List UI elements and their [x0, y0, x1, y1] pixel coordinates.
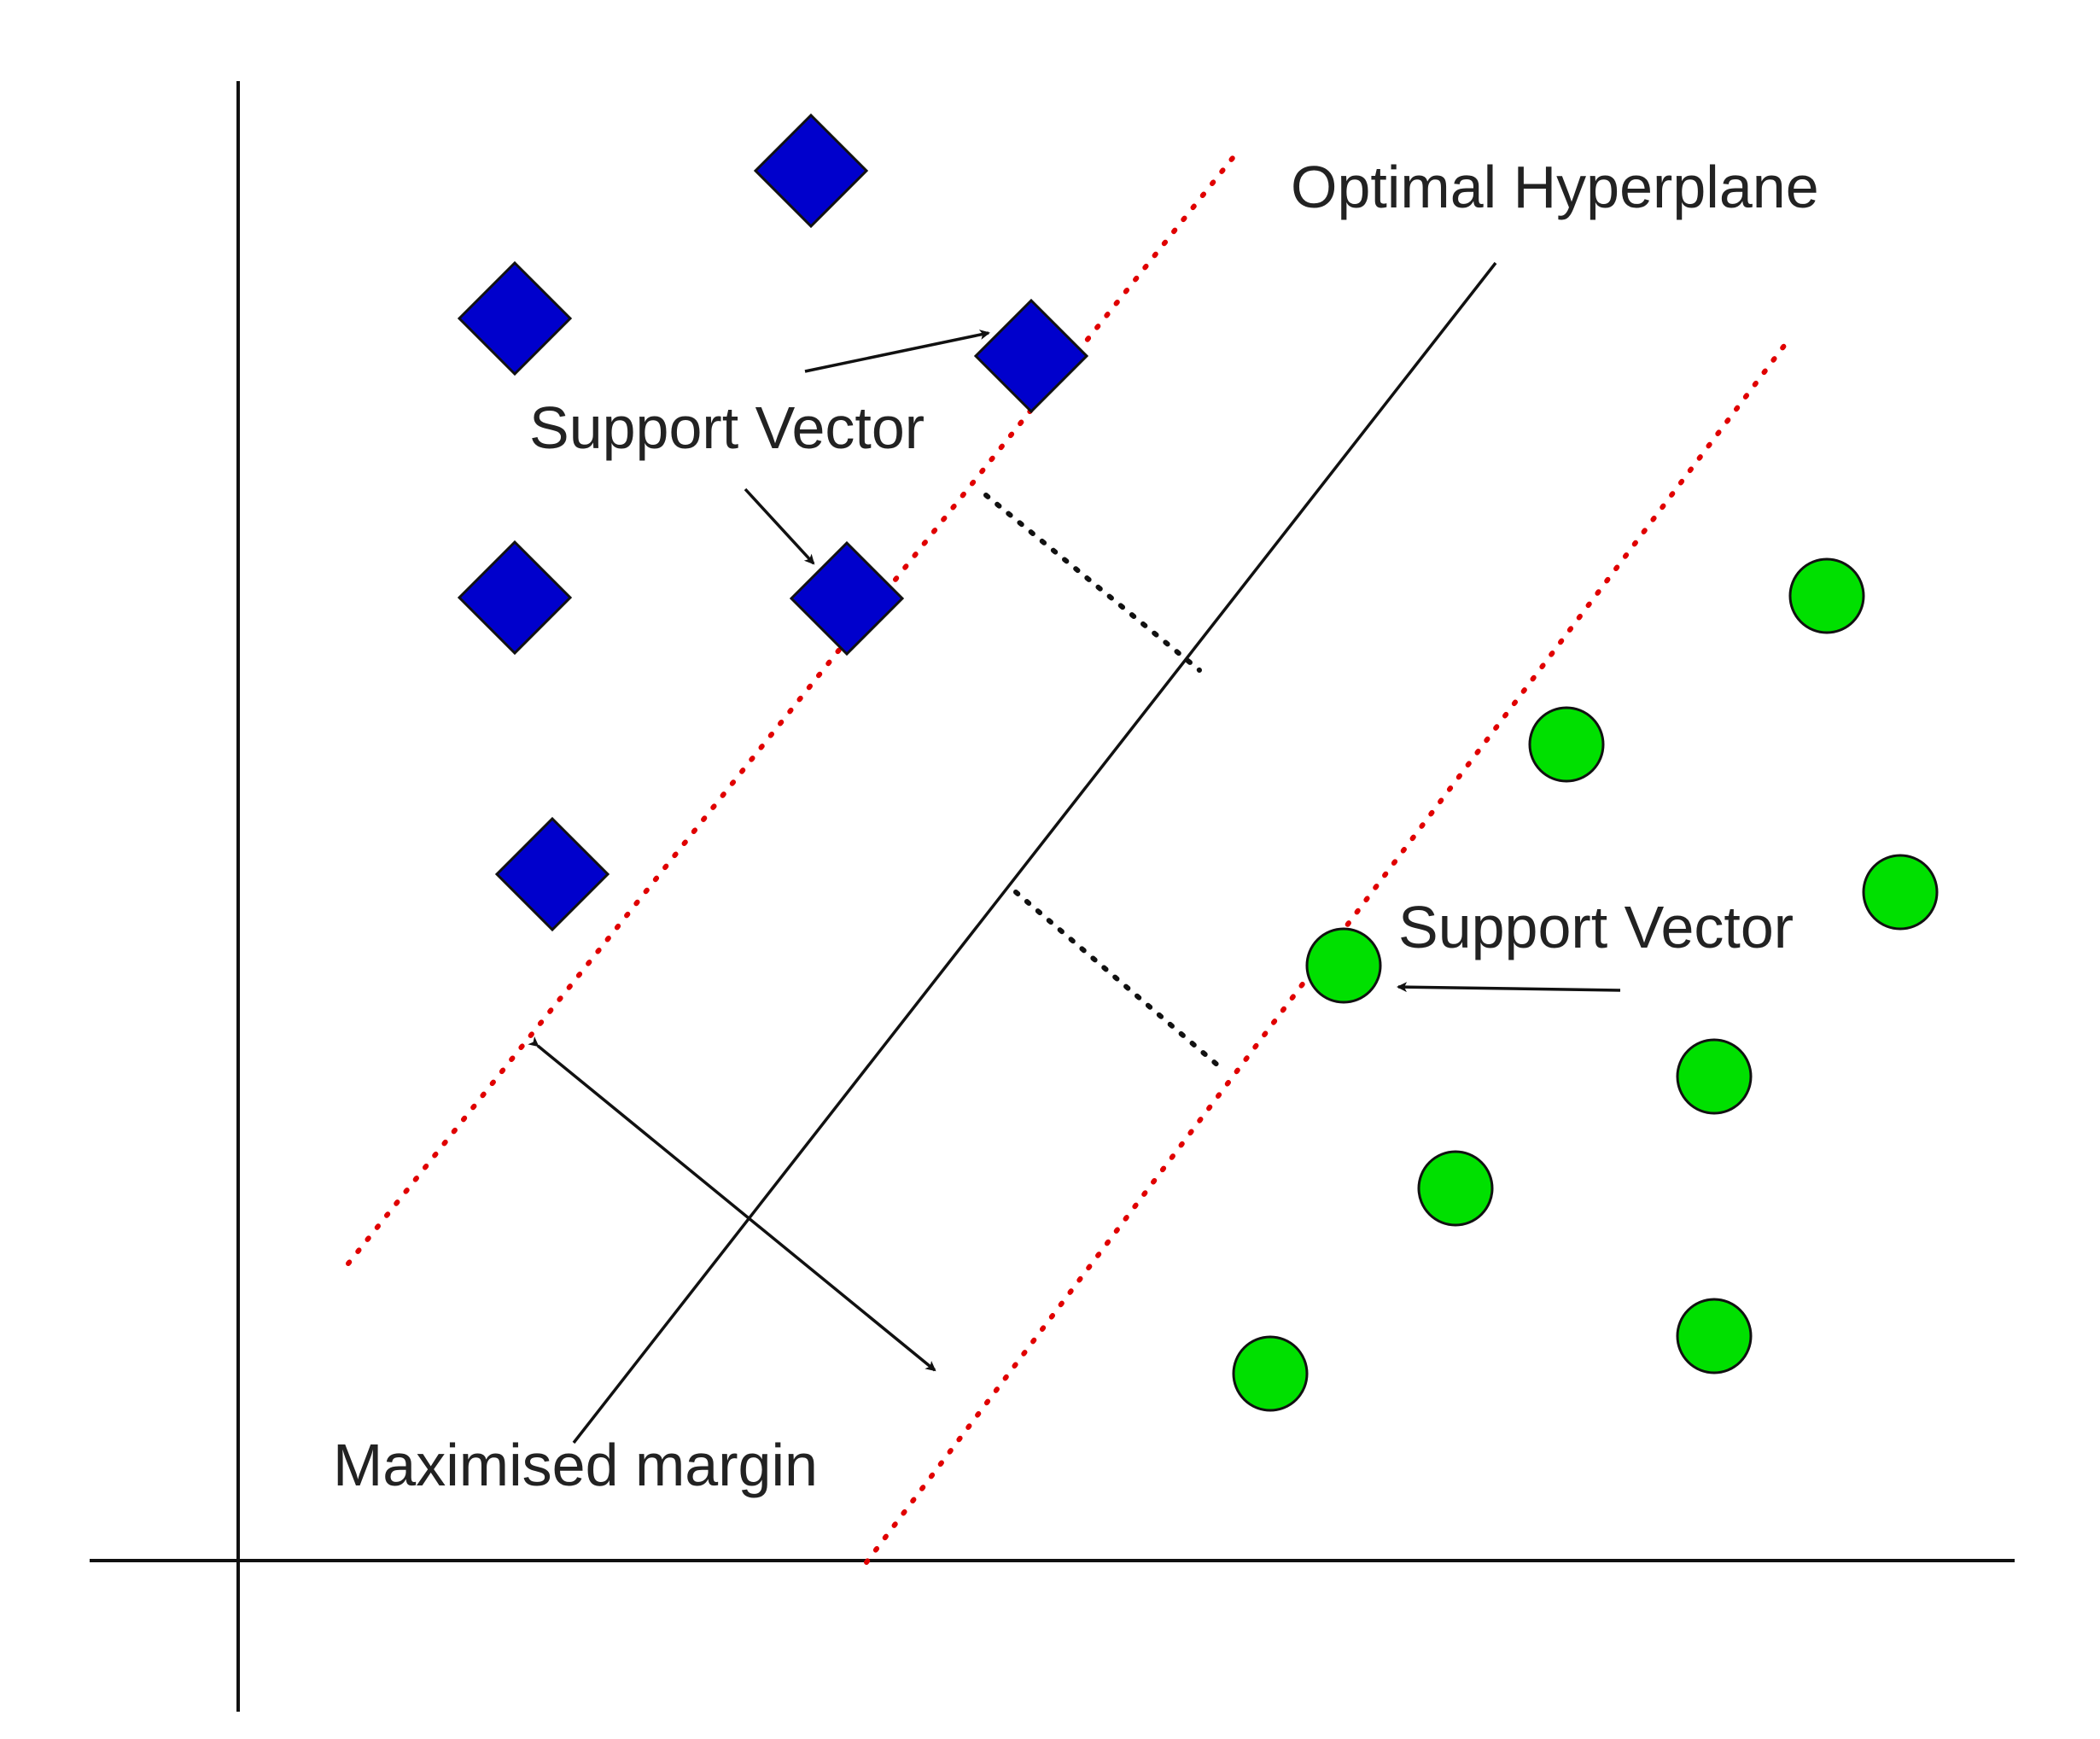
diamond-point [494, 816, 610, 932]
support-vector-arrow-right [1397, 982, 1621, 993]
circle-point-support-vector [1305, 927, 1382, 1004]
margin-line-upper [346, 151, 1239, 1266]
margin-distance-line-upper [983, 493, 1202, 673]
circle-point [1862, 854, 1939, 931]
circle-class [1232, 557, 1939, 1412]
circle-point [1788, 557, 1865, 634]
optimal-hyperplane-label: Optimal Hyperplane [1291, 154, 1819, 220]
maximised-margin-arrow [528, 1036, 936, 1372]
diamond-point-support-vector [789, 540, 905, 657]
support-vector-label-top: Support Vector [529, 394, 925, 461]
support-vector-label-right: Support Vector [1398, 894, 1794, 960]
margin-distance-line-lower [1013, 890, 1228, 1074]
diamond-point [457, 260, 573, 376]
diamond-point [457, 540, 573, 656]
circle-point [1676, 1038, 1753, 1115]
circle-point [1417, 1150, 1494, 1227]
diamond-point-support-vector [973, 298, 1089, 414]
diamond-point [753, 113, 869, 229]
support-vector-arrow-lower [744, 487, 815, 565]
support-vector-arrow-upper [804, 330, 990, 373]
circle-point [1528, 706, 1605, 783]
circle-point [1676, 1298, 1753, 1374]
circle-point [1232, 1335, 1309, 1412]
maximised-margin-label: Maximised margin [333, 1432, 818, 1498]
diamond-class [457, 113, 1089, 932]
